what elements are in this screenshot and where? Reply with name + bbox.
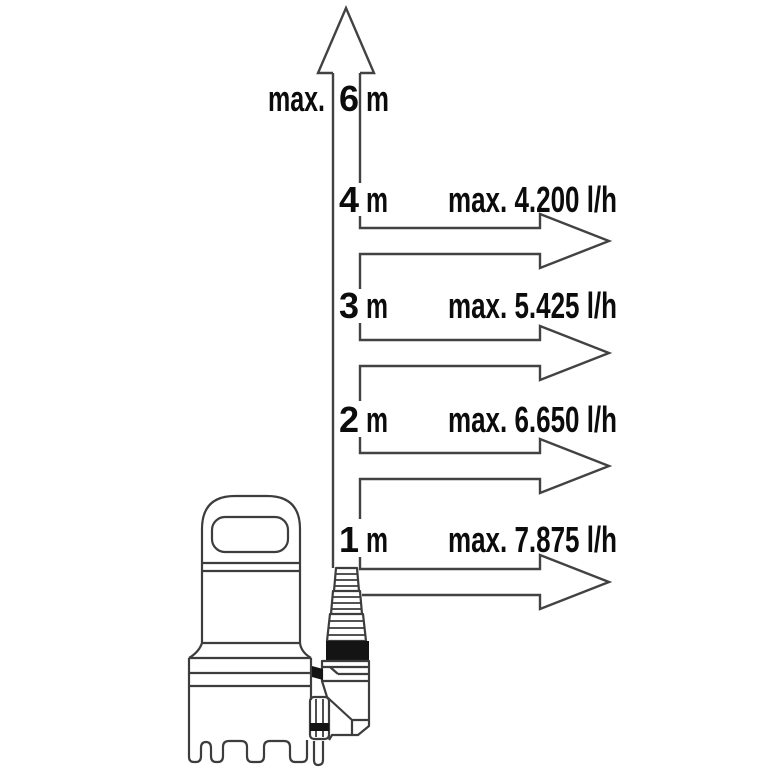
max-head-value-label: 6	[339, 78, 359, 119]
pump-feet	[187, 686, 309, 764]
hose-nipple-ribs	[328, 573, 365, 636]
pump-handle-hole	[210, 515, 290, 554]
pump-handle	[200, 494, 302, 563]
height-unit-label: m	[366, 285, 388, 326]
outlet-elbow	[320, 680, 371, 741]
height-value-label: 1	[339, 519, 359, 560]
flow-rate-label: max. 6.650 l/h	[448, 399, 617, 440]
max-head-prefix-label: max.	[268, 78, 325, 119]
lift-height-arrow: max. 6 m	[268, 4, 389, 568]
hose-collar	[320, 659, 371, 683]
outlet-clamp-ridges	[315, 699, 324, 737]
up-arrow-head	[316, 4, 376, 75]
flow-rate-label: max. 5.425 l/h	[448, 285, 617, 326]
flow-row-2m: 2 m max. 6.650 l/h	[339, 399, 617, 519]
outlet-clamp	[308, 695, 331, 741]
flow-rate-label: max. 4.200 l/h	[448, 179, 617, 220]
height-unit-label: m	[366, 399, 388, 440]
flow-rate-label: max. 7.875 l/h	[448, 519, 617, 560]
outlet-clamp-band	[310, 723, 329, 731]
pump-base-bands	[187, 656, 313, 700]
pump-foot-right	[312, 741, 325, 767]
hose-nut	[326, 641, 369, 661]
flow-row-1m: 1 m max. 7.875 l/h	[339, 519, 617, 611]
pump-shoulder	[188, 642, 312, 659]
height-value-label: 4	[339, 179, 359, 220]
height-value-label: 2	[339, 399, 359, 440]
pump-body	[200, 563, 302, 645]
flow-arrow	[358, 323, 613, 401]
outlet-wedge	[312, 666, 323, 680]
flow-row-3m: 3 m max. 5.425 l/h	[339, 285, 617, 401]
flow-arrow	[358, 553, 613, 611]
flow-row-4m: 4 m max. 4.200 l/h	[339, 179, 617, 289]
flow-arrow	[358, 437, 613, 519]
height-value-label: 3	[339, 285, 359, 326]
pump-handle-band	[202, 561, 300, 573]
height-unit-label: m	[366, 179, 388, 220]
height-unit-label: m	[366, 519, 388, 560]
flow-arrow	[358, 212, 613, 289]
max-head-unit-label: m	[366, 78, 389, 119]
pump-illustration	[187, 494, 371, 767]
hose-nipple	[325, 566, 368, 643]
